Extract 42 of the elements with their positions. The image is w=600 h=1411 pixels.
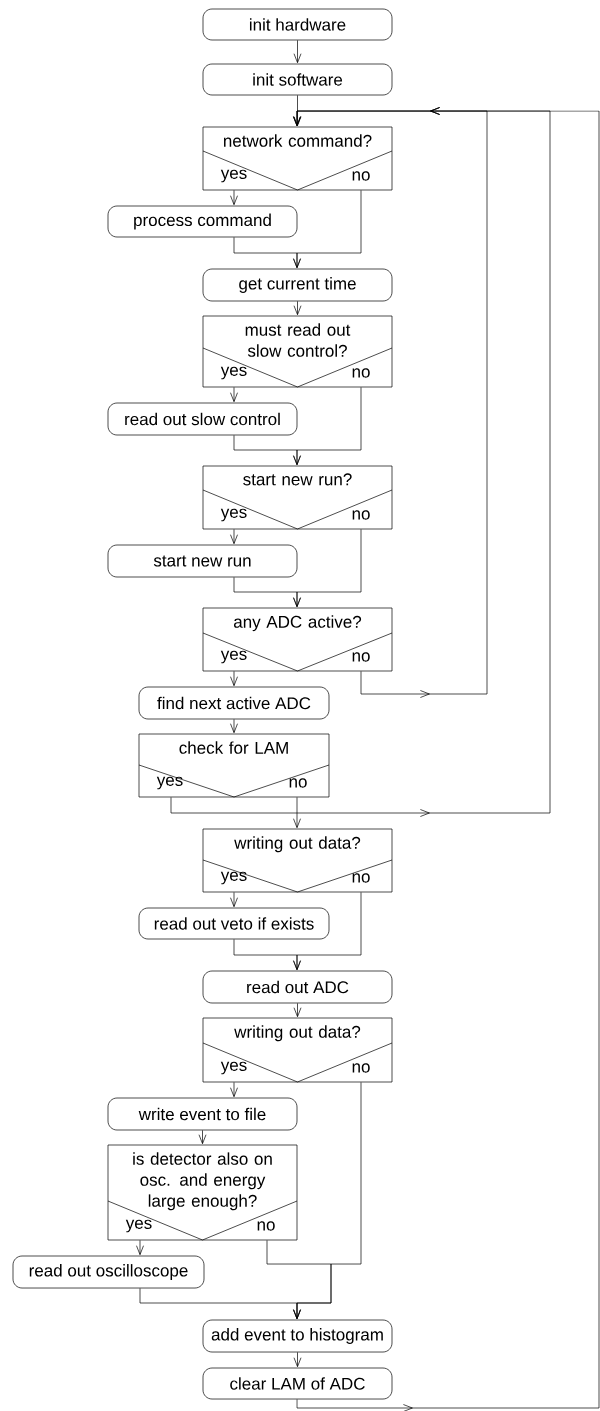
arrow (293, 190, 362, 269)
decision-box: check for LAM yes no (138, 733, 330, 798)
process-box: read out slow control (107, 402, 298, 436)
process-box: process command (107, 205, 298, 238)
arrow (293, 1003, 302, 1018)
arrow (230, 719, 238, 734)
arrow (293, 892, 362, 971)
arrow (293, 301, 302, 316)
process-box: init hardware (202, 8, 393, 41)
decision-box: start new run? yes no (202, 465, 393, 530)
arrow (293, 95, 302, 127)
arrow (230, 387, 238, 403)
process-box: read out ADC (202, 970, 393, 1004)
arrow (170, 797, 301, 829)
process-box: find next active ADC (138, 686, 330, 720)
process-box: init software (202, 63, 393, 96)
arrow (198, 1130, 207, 1145)
arrow (293, 387, 362, 466)
arrow (230, 529, 238, 545)
arrow (293, 529, 362, 608)
decision-box: network command? yes no (202, 126, 393, 191)
decision-box: any ADC active? yes no (202, 607, 393, 672)
arrow (230, 1082, 238, 1098)
arrow (230, 671, 238, 687)
arrow (293, 107, 600, 1411)
decision-box: writing out data? yes no (202, 828, 393, 893)
process-box: clear LAM of ADC (202, 1367, 393, 1400)
process-box: start new run (107, 544, 298, 578)
process-box: write event to file (107, 1097, 298, 1131)
arrow (293, 1352, 302, 1368)
arrow (293, 40, 302, 64)
process-box: add event to histogram (202, 1319, 393, 1353)
process-box: read out veto if exists (138, 907, 330, 940)
arrow (136, 1240, 144, 1256)
process-box: read out oscilloscope (12, 1255, 205, 1289)
decision-box: is detector also on osc. and energy large enough? yes no (107, 1144, 298, 1241)
decision-box: must read out slow control? yes no (202, 315, 393, 388)
arrow (293, 1082, 362, 1320)
arrow (230, 190, 238, 206)
decision-box: writing out data? yes no (202, 1017, 393, 1083)
arrow (230, 892, 238, 908)
process-box: get current time (202, 268, 393, 302)
